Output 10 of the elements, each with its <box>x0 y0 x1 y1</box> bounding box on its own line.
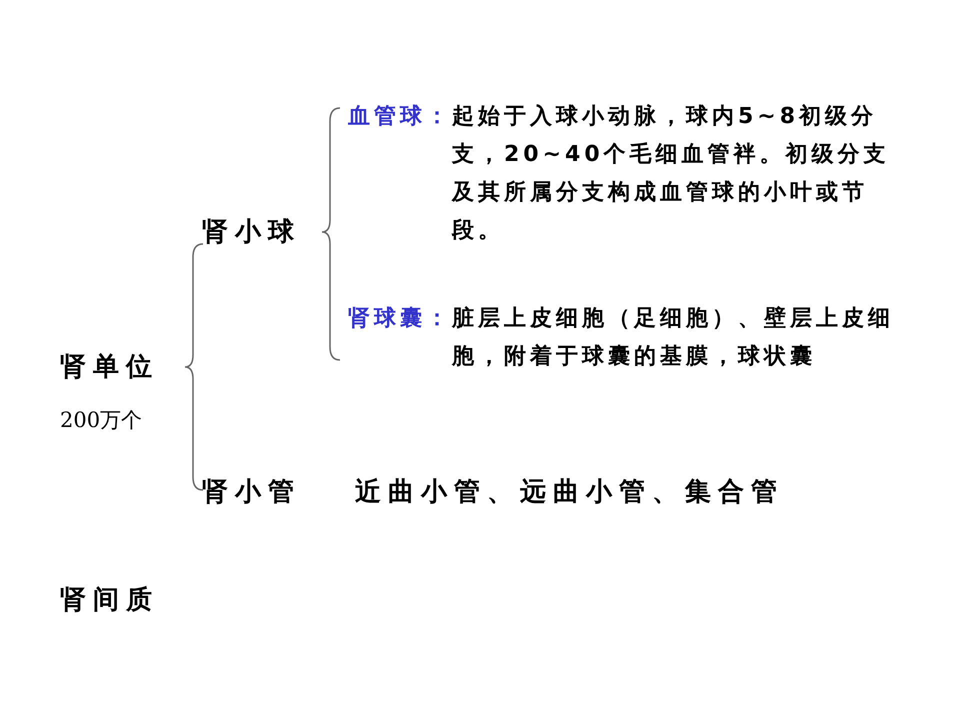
description-text: 脏层上皮细胞（足细胞）、壁层上皮细胞，附着于球囊的基膜，球状囊 <box>452 304 895 371</box>
count-note: 200万个 <box>60 407 142 434</box>
term-label: 肾小管 <box>202 476 301 509</box>
section-heading: 血管球： <box>348 103 452 131</box>
term-label: 肾单位 <box>60 351 159 384</box>
description-text: 起始于入球小动脉，球内5~8初级分支，20~40个毛细血管袢。初级分支及其所属分支构成血管球的小叶或节段。 <box>452 103 891 245</box>
description-text: 近曲小管、远曲小管、集合管 <box>355 476 784 509</box>
section-heading: 肾球囊： <box>348 305 452 333</box>
term-label: 肾小球 <box>202 216 301 249</box>
term-label: 肾间质 <box>60 584 159 617</box>
